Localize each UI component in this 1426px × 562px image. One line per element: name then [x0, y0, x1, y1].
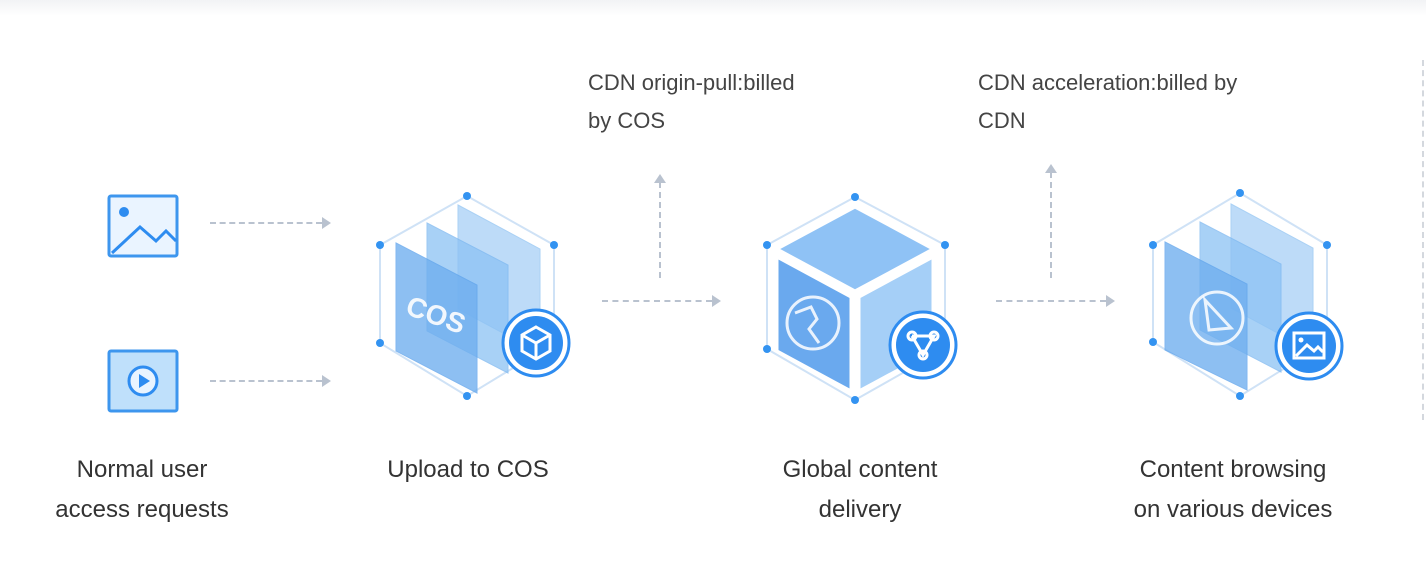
- right-edge-divider: [1422, 60, 1426, 420]
- cos-storage-illustration: COS: [376, 192, 571, 400]
- step-label-line2: access requests: [55, 496, 229, 523]
- origin-pull-note-line1: CDN origin-pull:billed: [588, 70, 795, 95]
- origin-pull-note: CDN origin-pull:billed by COS: [588, 64, 795, 140]
- video-icon: [107, 349, 179, 413]
- arrow-image-to-cos: [210, 217, 331, 229]
- arrow-cos-to-cdn: [602, 295, 721, 307]
- arrow-origin-pull-up: [654, 174, 666, 278]
- step-label-line1: Content browsing: [1139, 456, 1327, 483]
- step-label-line1: Global content: [782, 456, 938, 483]
- arrow-cdn-to-devices: [996, 295, 1115, 307]
- arrow-acceleration-up: [1045, 164, 1057, 278]
- step-label-device-browsing: Content browsing on various devices: [1098, 450, 1368, 530]
- acceleration-note: CDN acceleration:billed by CDN: [978, 64, 1237, 140]
- network-node-icon: [888, 310, 958, 380]
- step-label-upload-cos: Upload to COS: [348, 450, 588, 490]
- step-label-line1: Normal user: [76, 456, 208, 483]
- image-icon: [107, 194, 179, 258]
- origin-pull-note-line2: by COS: [588, 108, 666, 133]
- device-browsing-illustration: [1149, 189, 1344, 400]
- box-3d-icon: [501, 308, 571, 378]
- globe-icon: [785, 295, 841, 351]
- top-divider: [0, 0, 1426, 16]
- compass-icon: [1189, 290, 1245, 346]
- step-label-line2: on various devices: [1133, 496, 1333, 523]
- arrow-video-to-cos: [210, 375, 331, 387]
- cdn-cube-illustration: [763, 193, 958, 404]
- step-label-line1: Upload to COS: [387, 456, 549, 483]
- acceleration-note-line1: CDN acceleration:billed by: [978, 70, 1238, 95]
- step-label-user-requests: Normal user access requests: [22, 450, 262, 530]
- step-label-line2: delivery: [818, 496, 902, 523]
- image-icon: [1274, 311, 1344, 381]
- step-label-global-delivery: Global content delivery: [740, 450, 980, 530]
- acceleration-note-line2: CDN: [978, 108, 1026, 133]
